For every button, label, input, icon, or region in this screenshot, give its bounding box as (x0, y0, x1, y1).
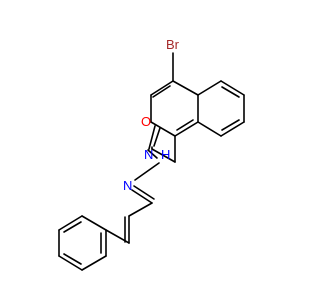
bond (147, 149, 158, 159)
bond (151, 148, 176, 163)
amide-hydrogen-label: H (161, 147, 170, 162)
bond (153, 127, 161, 147)
bond (150, 121, 176, 137)
amide-nitrogen-label: N (144, 147, 153, 162)
bond (105, 229, 130, 244)
bond (134, 162, 160, 181)
bond (197, 80, 222, 96)
bond (221, 86, 240, 98)
bond (58, 255, 83, 271)
bond (197, 121, 222, 137)
bond (176, 119, 194, 131)
bond (220, 80, 245, 96)
bond (81, 255, 107, 271)
bond (174, 121, 199, 137)
bond (131, 189, 153, 204)
bond (81, 215, 107, 231)
molecule-structure: Br O N H N (58, 37, 245, 271)
bond (172, 80, 199, 96)
bond (150, 80, 174, 96)
bond (58, 215, 83, 231)
bromine-atom-label: Br (166, 37, 180, 52)
bond (221, 119, 240, 131)
bond (63, 253, 82, 265)
bond (63, 221, 82, 233)
bond (220, 121, 245, 137)
bond (152, 85, 171, 98)
oxygen-atom-label: O (141, 114, 151, 129)
bond (148, 125, 156, 150)
imine-nitrogen-label: N (123, 178, 132, 193)
bond (128, 202, 153, 217)
bond (133, 185, 155, 200)
